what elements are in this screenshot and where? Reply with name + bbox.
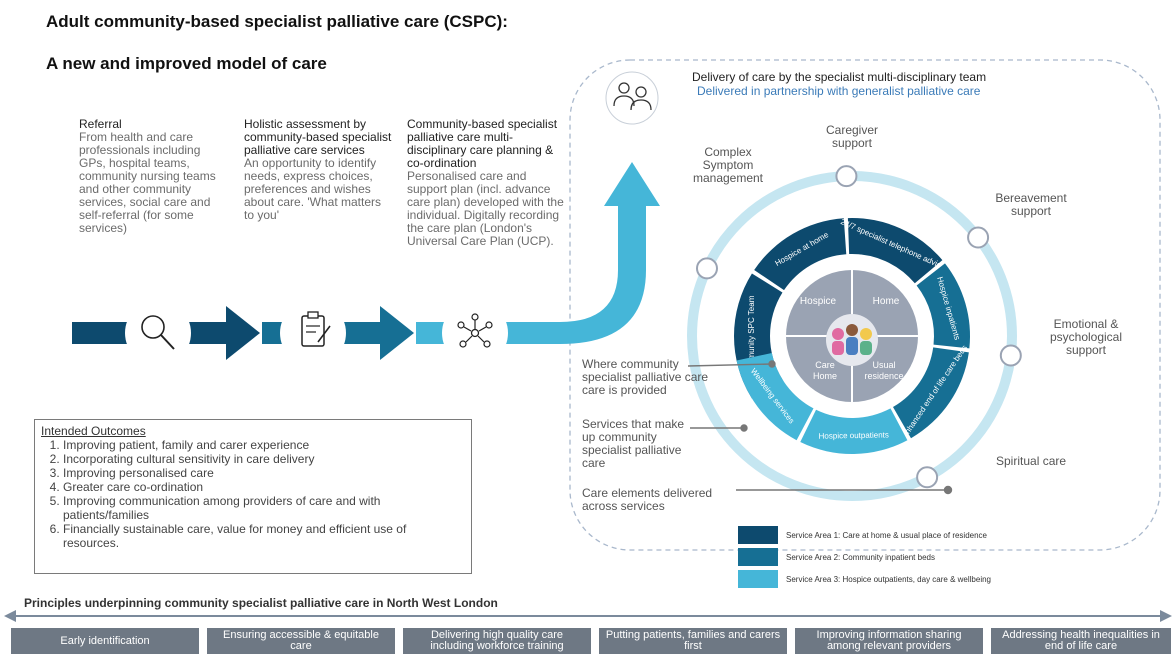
place-label: Hospice — [799, 296, 837, 307]
outcome-item: Greater care co-ordination — [63, 480, 465, 494]
intended-outcomes-box: Intended Outcomes Improving patient, fam… — [34, 419, 472, 574]
service-segment — [754, 218, 847, 291]
step-body: From health and care professionals inclu… — [79, 130, 216, 235]
legend: Service Area 1: Care at home & usual pla… — [738, 526, 1068, 588]
place-label: Usual residence — [864, 360, 904, 381]
step-body: An opportunity to identify needs, expres… — [244, 156, 382, 222]
care-element-label: Emotional & psychological support — [1049, 317, 1123, 357]
delivery-title: Delivery of care by the specialist multi… — [692, 70, 987, 84]
delivery-panel — [569, 59, 1161, 551]
page-subtitle: A new and improved model of care — [46, 54, 327, 73]
care-element-markers — [695, 165, 1022, 489]
care-element-label: Complex Symptom management — [692, 145, 764, 185]
care-element-marker — [967, 226, 990, 249]
outcomes-title: Intended Outcomes — [41, 424, 146, 438]
principles-title: Principles underpinning community specia… — [24, 596, 498, 610]
principle-box: Delivering high quality care including w… — [403, 628, 591, 654]
principle-box: Early identification — [11, 628, 199, 654]
care-element-label: Caregiver support — [825, 123, 879, 150]
service-segment — [800, 408, 908, 454]
step-title: Community-based specialist palliative ca… — [407, 117, 558, 170]
annotation-connectors — [687, 360, 953, 495]
care-element-marker — [695, 257, 718, 280]
place-label: Care Home — [812, 360, 837, 381]
service-segment — [736, 353, 814, 441]
care-element-marker — [916, 466, 939, 489]
service-segment — [893, 347, 969, 439]
care-element-label: Bereavement support — [995, 191, 1067, 218]
legend-label: Service Area 3: Hospice outpatients, day… — [786, 574, 992, 584]
step-title: Holistic assessment by community-based s… — [244, 117, 392, 157]
service-segment — [916, 263, 970, 349]
legend-item: Service Area 2: Community inpatient beds — [738, 548, 1068, 566]
search-icon — [125, 300, 191, 366]
legend-label: Service Area 2: Community inpatient beds — [786, 552, 935, 562]
legend-swatch — [738, 570, 778, 588]
legend-swatch — [738, 548, 778, 566]
network-icon — [442, 300, 508, 366]
outcome-item: Improving personalised care — [63, 466, 465, 480]
step-planning: Community-based specialist palliative ca… — [407, 118, 567, 248]
service-segment — [847, 218, 943, 284]
service-label: Community SPC Team — [747, 295, 756, 376]
principle-box: Improving information sharing among rele… — [795, 628, 983, 654]
legend-item: Service Area 1: Care at home & usual pla… — [738, 526, 1068, 544]
place-label: Home — [872, 296, 900, 307]
legend-swatch — [738, 526, 778, 544]
care-element-label: Spiritual care — [996, 454, 1067, 468]
outcome-item: Improving communication among providers … — [63, 494, 465, 522]
step-assessment: Holistic assessment by community-based s… — [244, 118, 392, 222]
principles-arrow — [4, 610, 1172, 622]
principle-box: Ensuring accessible & equitable care — [207, 628, 395, 654]
step-body: Personalised care and support plan (incl… — [407, 169, 564, 248]
principle-box: Addressing health inequalities in end of… — [991, 628, 1171, 654]
step-referral: Referral From health and care profession… — [79, 118, 229, 235]
outcome-item: Financially sustainable care, value for … — [63, 522, 465, 550]
elements-annotation: Care elements delivered across services — [582, 486, 713, 513]
delivery-subtitle: Delivered in partnership with generalist… — [697, 84, 981, 98]
services-annotation: Services that make up community speciali… — [582, 417, 685, 470]
places-hub — [786, 270, 918, 402]
outcome-item: Incorporating cultural sensitivity in ca… — [63, 452, 465, 466]
outcome-item: Improving patient, family and carer expe… — [63, 438, 465, 452]
legend-item: Service Area 3: Hospice outpatients, day… — [738, 570, 1068, 588]
page-title: Adult community-based specialist palliat… — [46, 12, 508, 31]
team-icon — [605, 71, 659, 125]
care-element-marker — [835, 165, 858, 188]
places-annotation: Where community specialist palliative ca… — [582, 357, 709, 397]
principle-box: Putting patients, families and carers fi… — [599, 628, 787, 654]
care-element-marker — [999, 344, 1022, 367]
legend-label: Service Area 1: Care at home & usual pla… — [786, 530, 987, 540]
step-title: Referral — [79, 117, 122, 131]
service-label: Hospice outpatients — [819, 430, 889, 440]
clipboard-icon — [280, 300, 346, 366]
